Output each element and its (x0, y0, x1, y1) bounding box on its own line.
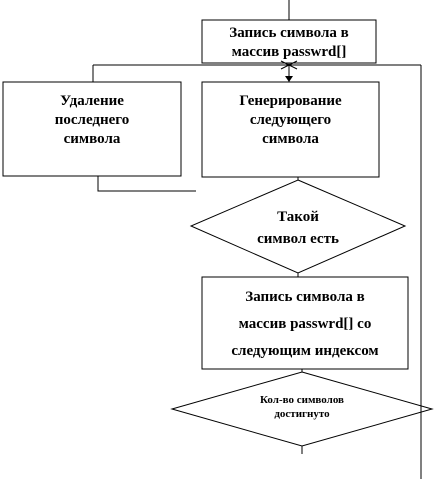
write-next-index-box (201, 276, 409, 370)
delete-last-box (2, 81, 182, 177)
generate-next-label: Генерирование следующего символа (239, 93, 342, 147)
merge-mark-b (280, 60, 298, 70)
delete-last-label: Удаление последнего символа (54, 93, 130, 147)
write-next-index-label: Запись символа в массив passwrd[] со сле… (231, 289, 379, 359)
symbol-exists-label: Такой символ есть (257, 209, 339, 247)
merge-arrowhead (285, 76, 293, 82)
delete-return-line (97, 176, 196, 192)
count-reached-label: Кол-во символов достигнуто (259, 394, 344, 421)
generate-next-box (201, 81, 380, 178)
write-symbol-label: Запись символа в массив passwrd[] (229, 25, 349, 60)
